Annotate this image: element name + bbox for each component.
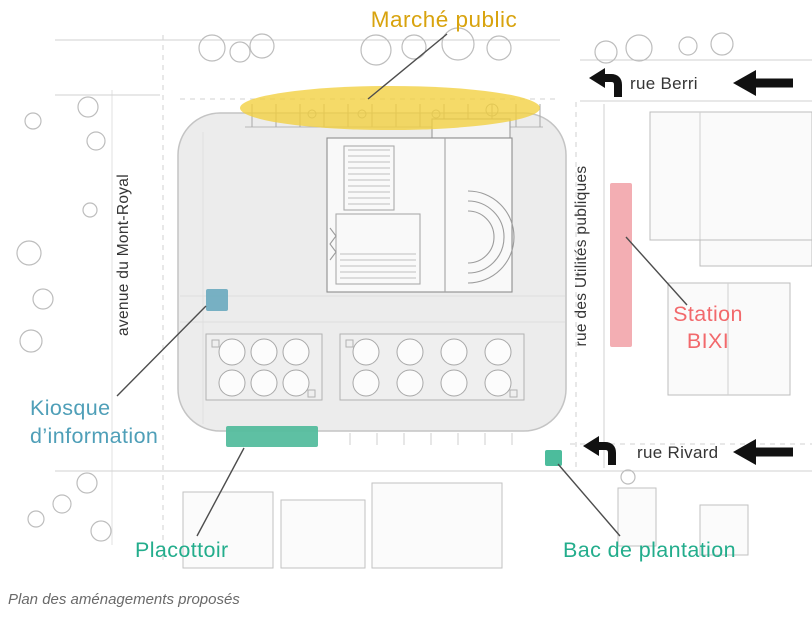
tree-icon — [27, 510, 45, 528]
plan-caption: Plan des aménagements proposés — [8, 591, 240, 608]
tree-icon — [401, 34, 427, 60]
tree-icon — [32, 288, 54, 310]
leader-lines — [116, 33, 688, 537]
rue-rivard-label: rue Rivard — [637, 443, 718, 462]
table-icon — [282, 338, 310, 366]
table-icon — [396, 369, 424, 397]
kiosque-information-zone — [206, 289, 228, 311]
placottoir-zone — [226, 426, 318, 447]
rue-berri-label: rue Berri — [630, 74, 698, 93]
tree-icon — [360, 34, 392, 66]
table-icon — [484, 338, 512, 366]
table-icon — [218, 369, 246, 397]
tree-icon — [678, 36, 698, 56]
tree-icon — [86, 131, 106, 151]
marche-leader-line — [367, 33, 448, 100]
tree-icon — [16, 240, 42, 266]
tree-icon — [76, 472, 98, 494]
tree-icon — [594, 40, 618, 64]
table-icon — [250, 338, 278, 366]
tree-icon — [24, 112, 42, 130]
table-icon — [440, 369, 468, 397]
turn-arrow-icon-rivard — [583, 436, 616, 465]
placottoir-leader-line — [196, 447, 245, 537]
station-bixi-zone — [610, 183, 632, 347]
station-bixi-label-line2: BIXI — [687, 329, 729, 353]
tree-icon — [19, 329, 43, 353]
placottoir-label: Placottoir — [135, 538, 229, 562]
bixi-leader-line — [625, 236, 688, 306]
tree-icon — [620, 469, 636, 485]
table-icon — [282, 369, 310, 397]
plaza-tables — [205, 333, 525, 401]
avenue-mont-royal-label: avenue du Mont-Royal — [115, 174, 132, 336]
table-icon — [440, 338, 468, 366]
kiosque-label-line1: Kiosque — [30, 396, 111, 420]
tree-icon — [249, 33, 275, 59]
tree-icon — [77, 96, 99, 118]
bac-leader-line — [557, 463, 621, 537]
tree-icon — [82, 202, 98, 218]
tree-icon — [198, 34, 226, 62]
table-icon — [218, 338, 246, 366]
tree-icon — [52, 494, 72, 514]
table-icon — [484, 369, 512, 397]
tree-icon — [441, 27, 475, 61]
street-lines — [55, 35, 812, 562]
turn-arrow-icon-berri — [589, 68, 622, 97]
building-footprint — [326, 118, 515, 293]
tree-icon — [486, 35, 512, 61]
marche-public-label: Marché public — [371, 7, 518, 32]
tree-icon — [625, 34, 653, 62]
marche-public-zone — [240, 86, 540, 130]
left-arrow-icon-berri — [733, 70, 793, 96]
bac-plantation-zone — [545, 450, 562, 466]
parking-ticks — [349, 433, 513, 445]
table-icon — [396, 338, 424, 366]
table-icon — [352, 338, 380, 366]
kiosque-label-line2: d’information — [30, 424, 158, 448]
bac-plantation-label: Bac de plantation — [563, 538, 736, 562]
neighbor-buildings — [182, 111, 812, 569]
tree-icon — [90, 520, 112, 542]
rue-utilites-publiques-label: rue des Utilités publiques — [573, 166, 590, 347]
kiosque-leader-line — [116, 305, 207, 397]
tree-icon — [710, 32, 734, 56]
tree-icon — [229, 41, 251, 63]
station-bixi-label-line1: Station — [673, 302, 743, 326]
trees — [16, 27, 734, 542]
table-icon — [250, 369, 278, 397]
left-arrow-icon-rivard — [733, 439, 793, 465]
table-icon — [352, 369, 380, 397]
